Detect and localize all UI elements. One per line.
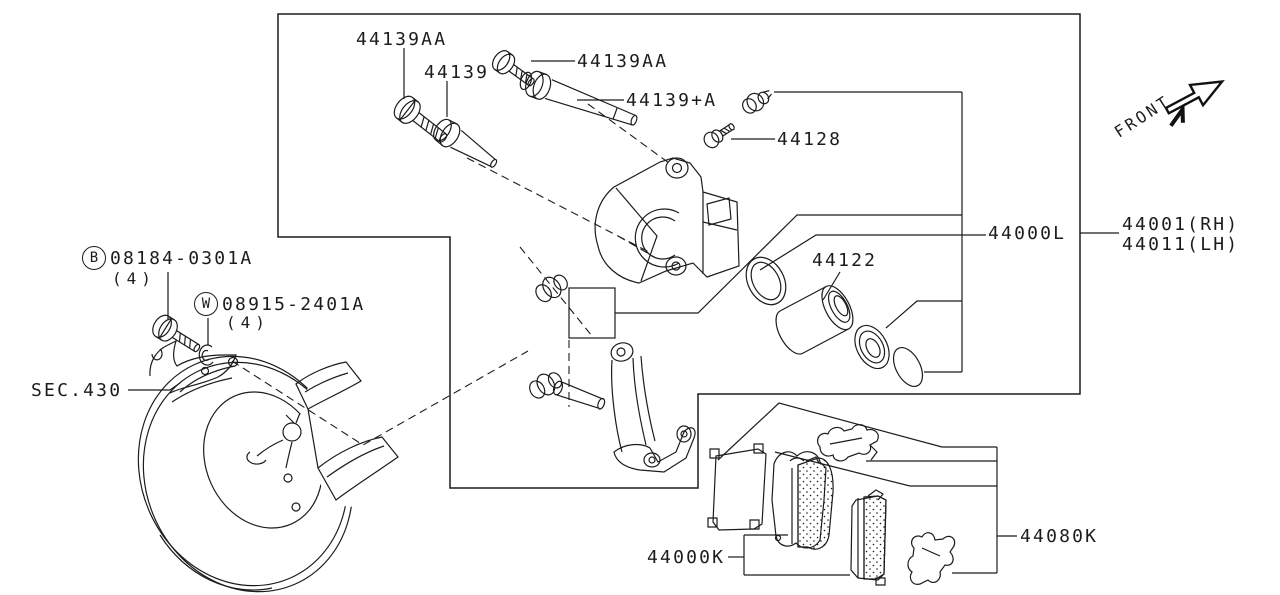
torque-member-drawing (610, 342, 696, 473)
pad-shim-outer-drawing (707, 443, 767, 531)
pin-boot-upper-drawing (535, 274, 568, 303)
leader-lines (128, 48, 1119, 576)
bleeder-screw-drawing (703, 123, 735, 149)
backing-plate-drawing (137, 355, 418, 593)
washer-number: 08915-2401A (222, 293, 366, 315)
label-cylinder-group: 44000L (988, 223, 1067, 244)
brake-pad-outer-drawing (850, 489, 887, 586)
label-guide-pin-long: 44139+A (626, 90, 718, 111)
spring-washer-drawing (198, 344, 214, 366)
fixing-bolt-qty: (4) (112, 269, 156, 288)
washer-qty: (4) (226, 313, 270, 332)
piston-boot-drawing (854, 324, 890, 370)
sliding-pin-drawing (552, 380, 606, 410)
label-guide-bolt-upper: 44139AA (356, 29, 448, 50)
assembly-boundary-box (277, 13, 1081, 489)
assembly-dashed-lines (231, 103, 670, 446)
brake-caliper-drawing (594, 157, 740, 284)
label-pad-kit: 44000K (647, 547, 726, 568)
guide-pin-long-drawing (519, 70, 638, 126)
circled-b: B (82, 246, 106, 270)
fixing-bolt-ref: B 08184-0301A (82, 246, 253, 270)
pad-retainer-clip-bottom-drawing (907, 532, 956, 585)
dust-cap-drawing (892, 347, 924, 387)
brake-pad-inner-drawing (791, 456, 834, 550)
label-caliper-lh: 44011(LH) (1122, 234, 1240, 255)
label-section-ref: SEC.430 (31, 380, 123, 401)
pin-boot-lower-drawing (529, 372, 563, 399)
bleeder-cap-drawing (742, 90, 772, 114)
guide-bolt-upper-drawing (393, 95, 448, 143)
label-guide-bolt-right: 44139AA (577, 51, 669, 72)
guide-pin-drawing (433, 118, 498, 168)
circled-w: W (194, 292, 218, 316)
label-pad-hardware-kit: 44080K (1020, 526, 1099, 547)
guide-bolt-right-drawing (491, 50, 535, 87)
front-arrow-icon (1164, 79, 1225, 127)
pad-retainer-clip-top-drawing (816, 424, 879, 462)
label-caliper-rh: 44001(RH) (1122, 214, 1240, 235)
label-piston: 44122 (812, 250, 878, 271)
label-bleeder-screw: 44128 (777, 129, 843, 150)
washer-ref: W 08915-2401A (194, 292, 365, 316)
fixing-bolt-number: 08184-0301A (110, 247, 254, 269)
piston-drawing (775, 285, 854, 355)
fixing-bolt-drawing (152, 314, 201, 353)
label-guide-pin: 44139 (424, 62, 490, 83)
piston-seal-drawing (745, 256, 787, 306)
